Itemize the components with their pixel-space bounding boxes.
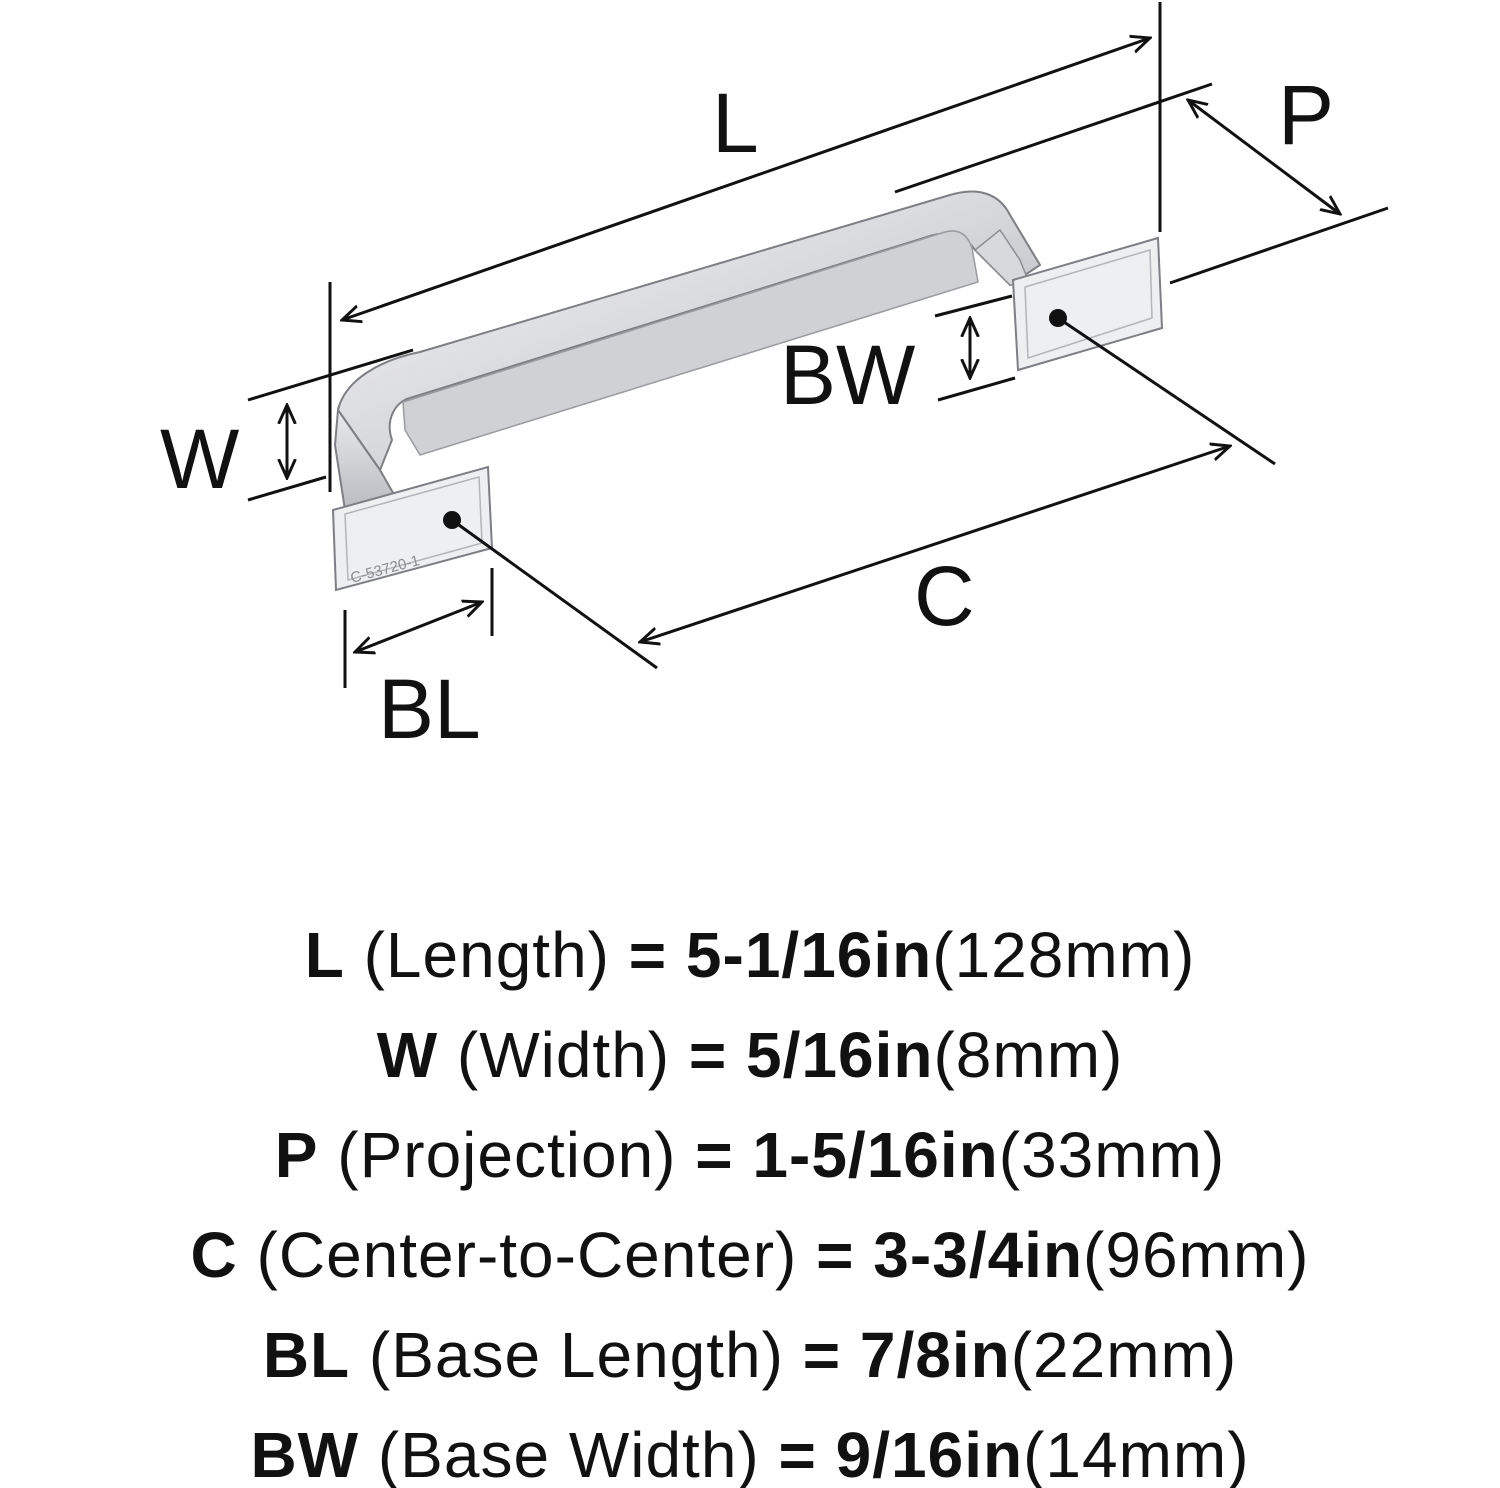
spec-key: BL [262,1319,351,1391]
spec-imperial: 7/8in [859,1319,1011,1391]
spec-imperial: 1-5/16in [752,1119,999,1191]
label-w: W [160,412,239,506]
p-extension-top [894,82,1213,194]
label-bw: BW [780,328,915,422]
spec-key: L [304,919,345,991]
spec-metric: (8mm) [933,1019,1124,1091]
dimension-lines [247,2,1389,688]
spec-row-center-to-center: C (Center-to-Center) = 3-3/4in(96mm) [0,1205,1500,1305]
spec-name: (Center-to-Center) [256,1219,798,1291]
label-c: C [914,549,975,643]
c-dimension-arrow [640,446,1230,642]
spec-name: (Width) [456,1019,671,1091]
spec-name: (Base Length) [368,1319,784,1391]
spec-metric: (22mm) [1010,1319,1238,1391]
spec-imperial: 5-1/16in [685,919,933,991]
c-leader-right [1057,316,1276,466]
p-dimension-arrow [1188,100,1340,214]
w-extension-top [247,348,414,402]
spec-metric: (128mm) [932,919,1196,991]
bw-extension-top [934,294,1013,318]
spec-imperial: 9/16in [835,1419,1024,1488]
spec-key: BW [250,1419,360,1488]
spec-metric: (14mm) [1023,1419,1250,1488]
label-p: P [1278,68,1334,162]
spec-row-width: W (Width) = 5/16in(8mm) [0,1005,1500,1105]
dimension-spec-list: L (Length) = 5-1/16in(128mm) W (Width) =… [0,905,1500,1488]
spec-key: C [190,1219,238,1291]
label-l: L [712,76,759,170]
l-dimension-arrow [342,38,1150,320]
spec-equals: = [778,1419,817,1488]
spec-equals: = [628,919,668,991]
spec-metric: (96mm) [1083,1219,1310,1291]
handle-body [333,190,1042,512]
spec-row-base-width: BW (Base Width) = 9/16in(14mm) [0,1405,1500,1488]
p-extension-bottom [1169,206,1389,285]
bw-extension-bottom [937,376,1016,402]
spec-row-projection: P (Projection) = 1-5/16in(33mm) [0,1105,1500,1205]
spec-equals: = [802,1319,842,1391]
spec-metric: (33mm) [998,1119,1226,1191]
spec-row-length: L (Length) = 5-1/16in(128mm) [0,905,1500,1005]
spec-imperial: 3-3/4in [873,1219,1084,1291]
c-leader-left [451,518,658,670]
spec-equals: = [695,1119,734,1191]
bl-dimension-arrow [355,602,482,652]
spec-name: (Base Width) [377,1419,760,1488]
label-bl: BL [378,662,481,756]
spec-name: (Projection) [337,1119,677,1191]
cabinet-pull-diagram: C-53720-1 [160,2,1389,756]
spec-key: P [274,1119,319,1191]
spec-equals: = [688,1019,728,1091]
spec-row-base-length: BL (Base Length) = 7/8in(22mm) [0,1305,1500,1405]
spec-key: W [376,1019,439,1091]
spec-equals: = [816,1219,855,1291]
spec-imperial: 5/16in [746,1019,934,1091]
spec-name: (Length) [363,919,610,991]
w-extension-bottom [247,475,327,502]
